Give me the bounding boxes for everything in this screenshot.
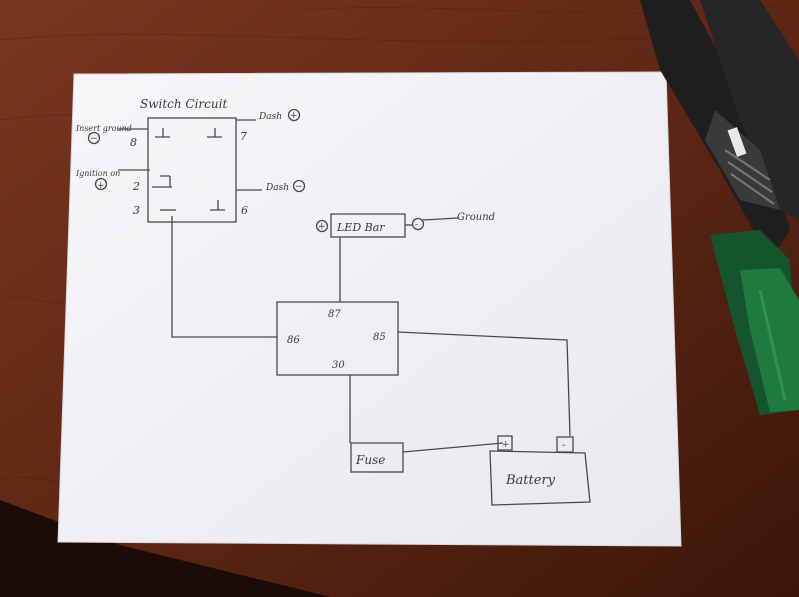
paper-sheet: [57, 71, 682, 547]
insert-ground-label: Insert ground: [75, 124, 132, 133]
ground-label: Ground: [457, 212, 495, 223]
relay-box: [276, 301, 399, 376]
diagram-title: Switch Circuit: [140, 97, 227, 111]
switch-pin-7: 7: [240, 130, 247, 143]
crimping-tool: [640, 0, 799, 415]
battery-plus-symbol: +: [502, 440, 510, 450]
minus-symbol-ground: −: [90, 134, 98, 144]
battery-box: [489, 450, 591, 506]
led-plus-symbol: +: [318, 222, 326, 232]
relay-pin-86: 86: [287, 335, 300, 346]
switch-pin-2: 2: [132, 180, 140, 193]
plus-symbol-ground: +: [97, 181, 105, 191]
dash-minus-label: Dash: [265, 183, 289, 193]
fuse-box: [350, 442, 404, 473]
battery-minus-symbol: -: [562, 440, 566, 451]
switch-pin-3: 3: [133, 204, 140, 217]
dark-floor: [0, 500, 330, 597]
ignition-on-label: Ignition on: [75, 169, 120, 178]
wiring-diagram: [87, 108, 591, 506]
fuse-label: Fuse: [355, 453, 385, 467]
led-minus-symbol: -: [415, 220, 418, 230]
relay-pin-87: 87: [328, 309, 341, 320]
switch-pin-8: 8: [130, 136, 137, 149]
led-bar-label: LED Bar: [336, 221, 385, 234]
battery-label: Battery: [505, 473, 556, 488]
plus-symbol-dash: +: [290, 111, 298, 121]
diagram-labels: Switch Circuit 8 7 2 3 6 Insert ground I…: [75, 97, 566, 488]
switch-pin-6: 6: [241, 204, 248, 217]
minus-symbol-dash: −: [295, 182, 303, 192]
dash-plus-label: Dash: [258, 112, 282, 122]
relay-pin-30: 30: [332, 360, 345, 371]
relay-pin-85: 85: [373, 332, 386, 343]
